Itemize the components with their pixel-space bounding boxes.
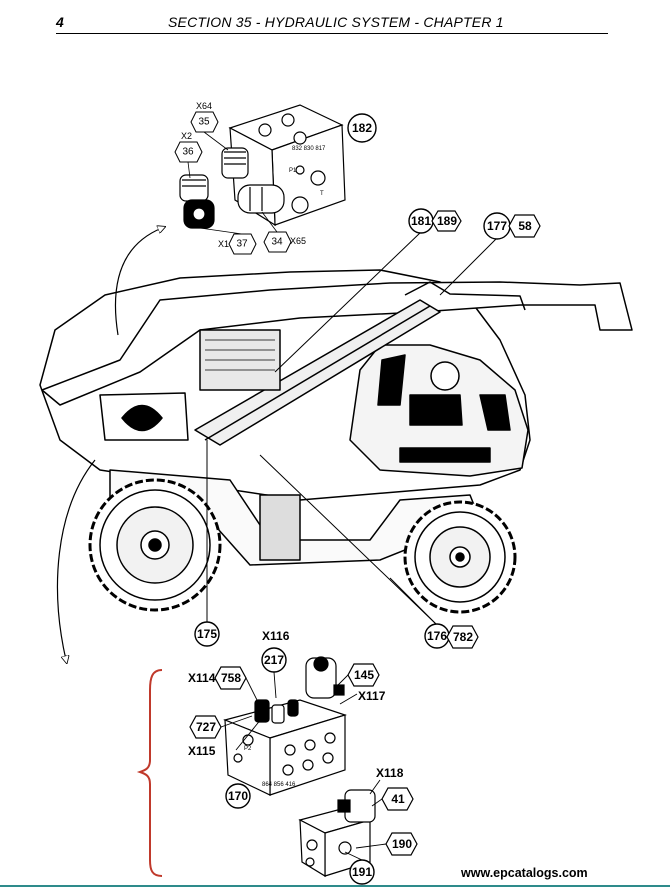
front-wheel xyxy=(403,500,517,614)
svg-text:145: 145 xyxy=(354,668,374,682)
connector-x114-label: X114 xyxy=(188,671,216,685)
connector-x118-label: X118 xyxy=(376,766,404,780)
connector-x115-label: X115 xyxy=(188,744,216,758)
callout-217: 217 xyxy=(261,647,287,673)
callout-58: 58 xyxy=(508,214,541,238)
svg-text:35: 35 xyxy=(198,117,210,128)
lower-pointer-arrow xyxy=(56,459,96,660)
page-number: 4 xyxy=(56,14,64,30)
footer-rule xyxy=(0,885,670,887)
solenoid-x1 xyxy=(183,199,215,229)
callout-145: 145 xyxy=(347,663,380,687)
callout-37: 37 xyxy=(228,233,257,255)
solenoid-x2 xyxy=(179,174,209,202)
lower-valve-block xyxy=(223,656,347,796)
svg-text:190: 190 xyxy=(392,837,412,851)
connector-x65-label: X65 xyxy=(290,236,306,246)
harvester-machine: New Holland xyxy=(39,269,633,614)
port-p2-label: P2 xyxy=(244,746,252,752)
small-valve-block xyxy=(298,789,376,878)
header-rule xyxy=(56,33,608,34)
callout-170: 170 xyxy=(225,783,251,809)
section-title: SECTION 35 - HYDRAULIC SYSTEM - CHAPTER … xyxy=(168,14,504,30)
callout-181: 181 xyxy=(408,208,434,234)
svg-text:37: 37 xyxy=(236,239,248,250)
callout-41: 41 xyxy=(381,787,414,811)
svg-text:191: 191 xyxy=(352,865,372,879)
svg-text:782: 782 xyxy=(453,630,473,644)
footer-url[interactable]: www.epcatalogs.com xyxy=(461,866,588,880)
solenoid-x64 xyxy=(221,147,249,179)
part-code-label: 864 856 416 xyxy=(262,782,296,788)
port-t-label: T xyxy=(320,191,324,197)
callout-758: 758 xyxy=(214,666,247,690)
connector-x64-label: X64 xyxy=(196,101,212,111)
svg-text:189: 189 xyxy=(437,214,457,228)
svg-text:58: 58 xyxy=(518,219,532,233)
svg-text:217: 217 xyxy=(264,653,284,667)
connector-x116-label: X116 xyxy=(262,629,290,643)
callout-34: 34 xyxy=(263,231,292,253)
rear-wheel xyxy=(88,478,222,612)
svg-text:170: 170 xyxy=(228,789,248,803)
svg-text:34: 34 xyxy=(271,237,283,248)
callout-175: 175 xyxy=(194,621,220,647)
solenoid-x117 xyxy=(305,656,345,699)
connector-x1-label: X1 xyxy=(218,239,229,249)
callout-727: 727 xyxy=(189,715,222,739)
brand-label: New Holland xyxy=(406,451,455,460)
callout-190: 190 xyxy=(385,832,418,856)
connector-x117-label: X117 xyxy=(358,689,386,703)
svg-text:758: 758 xyxy=(221,671,241,685)
solenoid-x65 xyxy=(237,184,285,214)
upper-valve-block xyxy=(179,104,346,229)
svg-text:181: 181 xyxy=(411,214,431,228)
callout-191: 191 xyxy=(349,859,375,885)
svg-text:175: 175 xyxy=(197,627,217,641)
svg-text:176: 176 xyxy=(427,629,447,643)
port-p1-label: P1 xyxy=(289,168,297,174)
svg-text:727: 727 xyxy=(196,720,216,734)
callout-782: 782 xyxy=(446,625,479,649)
group-bracket xyxy=(136,669,163,877)
callout-176: 176 xyxy=(424,623,450,649)
callout-35: 35 xyxy=(190,111,219,133)
callout-182: 182 xyxy=(347,113,377,143)
callout-36: 36 xyxy=(174,141,203,163)
callout-189: 189 xyxy=(431,210,462,232)
svg-text:177: 177 xyxy=(487,219,507,233)
connector-x2-label: X2 xyxy=(181,131,192,141)
svg-text:36: 36 xyxy=(182,147,194,158)
svg-text:182: 182 xyxy=(352,121,372,135)
upper-pointer-arrow xyxy=(114,228,162,336)
svg-text:41: 41 xyxy=(391,792,405,806)
port-codes-label: 832 830 817 xyxy=(292,146,326,152)
callout-177: 177 xyxy=(483,212,511,240)
